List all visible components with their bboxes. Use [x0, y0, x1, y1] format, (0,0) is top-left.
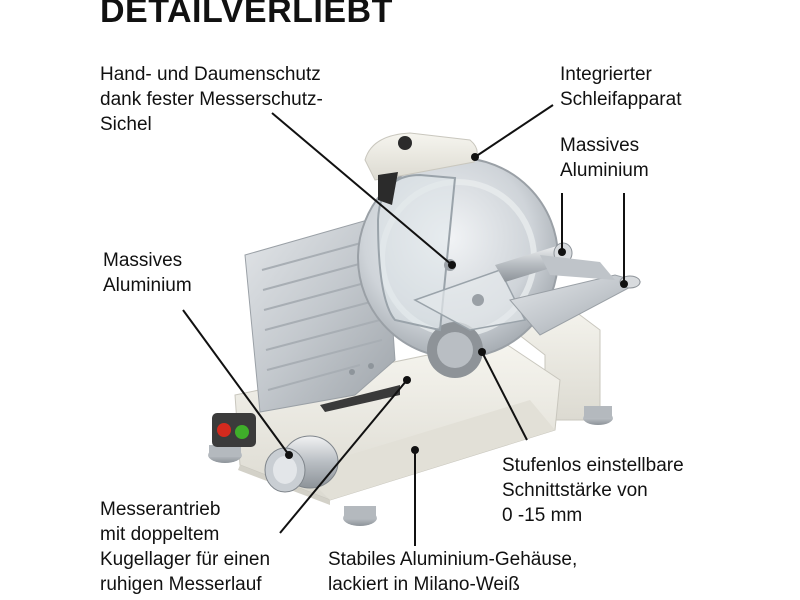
- callout-thickness-line-3: 0 -15 mm: [502, 505, 583, 526]
- leader-drive: [279, 376, 411, 534]
- callout-thickness: Stufenlos einstellbare Schnittstärke von…: [502, 453, 684, 528]
- callout-aluminium-right-line-1: Massives: [560, 135, 640, 156]
- leader-thickness: [478, 348, 528, 441]
- callout-housing: Stabiles Aluminium-Gehäuse, lackiert in …: [328, 547, 577, 597]
- callout-hand-guard-line-1: Hand- und Daumenschutz: [100, 64, 321, 85]
- leader-housing: [411, 446, 419, 546]
- leader-aluminium-right: [558, 193, 628, 288]
- thickness-knob: [264, 435, 339, 493]
- callout-drive-line-1: Messerantrieb: [100, 499, 221, 520]
- callout-sharpener-line-2: Schleifapparat: [560, 89, 682, 110]
- callout-aluminium-right-line-2: Aluminium: [560, 160, 649, 181]
- leader-hand-guard: [271, 112, 456, 269]
- callout-sharpener: Integrierter Schleifapparat: [560, 62, 681, 112]
- callout-drive-line-4: ruhigen Messerlauf: [100, 574, 262, 595]
- callout-drive-line-3: Kugellager für einen: [100, 549, 271, 570]
- callout-housing-line-1: Stabiles Aluminium-Gehäuse,: [328, 549, 578, 570]
- leader-aluminium-left: [182, 309, 293, 459]
- leader-sharpener: [471, 104, 554, 161]
- callout-hand-guard: Hand- und Daumenschutz dank fester Messe…: [100, 62, 323, 137]
- callout-aluminium-left-line-2: Aluminium: [103, 275, 192, 296]
- callout-aluminium-right: Massives Aluminium: [560, 133, 649, 183]
- callout-hand-guard-line-2: dank fester Messerschutz-: [100, 89, 323, 110]
- callout-hand-guard-line-3: Sichel: [100, 114, 152, 135]
- callout-drive-line-2: mit doppeltem: [100, 524, 220, 545]
- callout-aluminium-left-line-1: Massives: [103, 250, 183, 271]
- callout-sharpener-line-1: Integrierter: [560, 64, 652, 85]
- callout-thickness-line-2: Schnittstärke von: [502, 480, 648, 501]
- feet: [208, 406, 613, 526]
- page-title: DETAILVERLIEBT: [100, 0, 393, 30]
- hand-guard-sickle: [376, 173, 527, 332]
- power-buttons: [212, 413, 256, 447]
- callout-aluminium-left: Massives Aluminium: [103, 248, 192, 298]
- callout-drive: Messerantrieb mit doppeltem Kugellager f…: [100, 497, 270, 597]
- sharpener: [364, 132, 478, 205]
- callout-housing-line-2: lackiert in Milano-Weiß: [328, 574, 520, 595]
- callout-thickness-line-1: Stufenlos einstellbare: [502, 455, 684, 476]
